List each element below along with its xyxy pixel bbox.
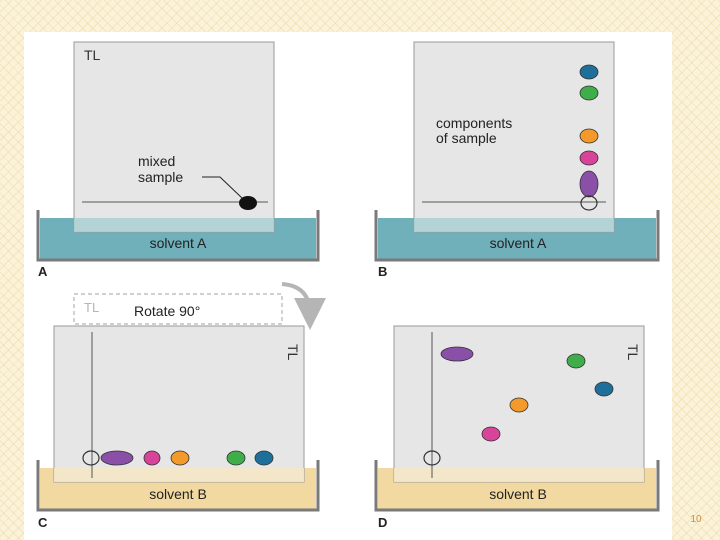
panel-letter-a: A <box>38 264 48 279</box>
solvent-b-label-c: solvent B <box>149 486 207 502</box>
panel-letter-d: D <box>378 515 387 530</box>
spot-c-pink <box>143 450 161 466</box>
panel-letter-c: C <box>38 515 48 530</box>
page-number: 10 <box>690 514 702 525</box>
spot-c-orange <box>170 450 190 466</box>
spot-c-blue <box>254 450 274 466</box>
tank-a <box>36 210 320 262</box>
plate-submerged-c <box>54 468 304 482</box>
tank-c <box>36 460 320 512</box>
spot-d-purple <box>440 346 474 362</box>
spot-d-orange <box>509 397 529 413</box>
plate-label-d: TL <box>625 344 641 361</box>
tlc-diagram-figure: TL mixed sample solvent A A components o… <box>24 32 672 540</box>
pointer-line-a <box>202 176 243 199</box>
spot-b-green <box>579 85 599 101</box>
panel-c: TL solvent B C <box>36 325 320 530</box>
mixed-sample-spot <box>239 196 257 210</box>
panel-a: TL mixed sample solvent A A <box>36 41 320 279</box>
spot-b-blue <box>579 64 599 80</box>
tank-d <box>374 460 660 512</box>
mixed-sample-label-2: sample <box>138 169 183 185</box>
plate-submerged-b <box>414 218 614 232</box>
spot-c-purple <box>100 450 134 466</box>
plate-label-a: TL <box>84 47 101 63</box>
spot-b-orange <box>579 128 599 144</box>
spot-d-blue <box>594 381 614 397</box>
panel-letter-b: B <box>378 264 387 279</box>
plate-submerged-a <box>74 218 274 232</box>
tlc-diagram: TL mixed sample solvent A A components o… <box>36 41 660 530</box>
plate-submerged-d <box>394 468 644 482</box>
spot-d-green <box>566 353 586 369</box>
origin-spot-b <box>580 195 598 211</box>
spot-b-purple <box>579 170 599 198</box>
rotate-text: Rotate 90° <box>134 303 200 319</box>
rotate-ghost-label: TL <box>84 300 99 315</box>
spot-b-pink <box>579 150 599 166</box>
origin-spot-c <box>82 450 100 466</box>
solvent-b-label-d: solvent B <box>489 486 547 502</box>
rotate-step: TL Rotate 90° <box>73 282 326 330</box>
rotate-arrow <box>281 282 326 330</box>
origin-spot-d <box>423 450 441 466</box>
components-label: components <box>436 115 512 131</box>
tank-b <box>374 210 660 262</box>
panel-d: TL solvent B D <box>374 325 660 530</box>
spot-c-green <box>226 450 246 466</box>
spot-d-pink <box>481 426 501 442</box>
components-label-2: of sample <box>436 130 497 146</box>
mixed-sample-label: mixed <box>138 153 175 169</box>
plate-label-c: TL <box>285 344 301 361</box>
solvent-a-label-b: solvent A <box>490 235 547 251</box>
panel-b: components of sample solvent A B <box>374 41 660 279</box>
solvent-a-label: solvent A <box>150 235 207 251</box>
